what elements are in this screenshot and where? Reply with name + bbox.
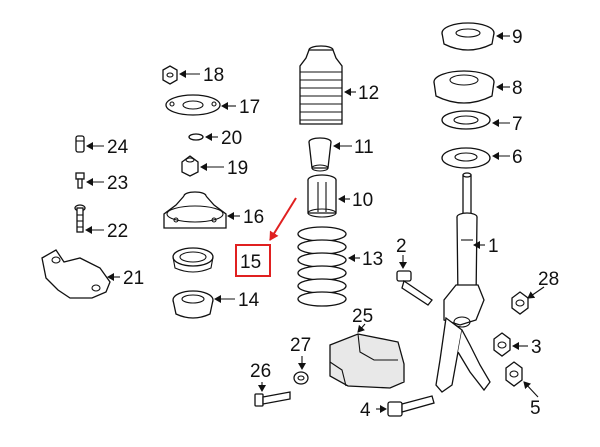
callout-25: 25 xyxy=(352,306,373,327)
callout-3: 3 xyxy=(531,337,542,358)
part-21-bracket xyxy=(41,249,111,299)
part-11-bump-stop xyxy=(308,137,332,172)
part-20-o-ring xyxy=(188,133,204,141)
part-24-clip xyxy=(75,135,85,153)
part-15-spring-isolator xyxy=(172,247,214,273)
part-5-nut xyxy=(505,361,523,387)
callout-19: 19 xyxy=(227,158,248,179)
callout-4: 4 xyxy=(360,400,371,421)
part-1-strut xyxy=(435,172,491,393)
callout-16: 16 xyxy=(243,207,264,228)
callout-6: 6 xyxy=(512,147,523,168)
part-22-stud xyxy=(74,204,86,233)
callout-21: 21 xyxy=(123,268,144,289)
callout-11: 11 xyxy=(354,137,374,158)
callout-7: 7 xyxy=(512,114,523,135)
part-16-strut-mount xyxy=(163,191,227,229)
part-25-shield xyxy=(329,333,405,389)
part-10-jounce-bumper xyxy=(307,174,337,218)
callout-14: 14 xyxy=(238,290,260,311)
part-3-nut xyxy=(493,332,511,357)
callout-9: 9 xyxy=(512,27,523,48)
callout-5: 5 xyxy=(530,398,541,419)
callout-2: 2 xyxy=(396,236,407,257)
callout-24: 24 xyxy=(107,137,129,158)
callout-18: 18 xyxy=(203,65,224,86)
part-27-washer xyxy=(293,371,309,385)
callout-28: 28 xyxy=(538,269,559,290)
callout-13: 13 xyxy=(362,249,383,270)
part-8-spring-seat xyxy=(433,70,495,104)
callout-12: 12 xyxy=(358,83,379,104)
part-28-nut xyxy=(511,291,529,315)
callout-17: 17 xyxy=(239,97,260,118)
part-17-washer-plate xyxy=(165,94,221,116)
leader-lines xyxy=(85,32,545,413)
callout-8: 8 xyxy=(512,78,523,99)
part-2-bolt xyxy=(396,270,433,306)
part-4-bolt xyxy=(387,395,435,417)
part-26-bolt xyxy=(254,391,291,407)
part-14-lower-isolator xyxy=(172,290,214,319)
part-7-insulator xyxy=(441,110,491,130)
callout-26: 26 xyxy=(250,361,271,382)
part-13-coil-spring xyxy=(297,226,347,307)
callout-23: 23 xyxy=(107,173,128,194)
callout-22: 22 xyxy=(107,221,128,242)
callout-15: 15 xyxy=(240,252,261,273)
callout-10: 10 xyxy=(352,190,373,211)
callout-20: 20 xyxy=(221,128,242,149)
part-12-dust-boot xyxy=(299,45,343,125)
callout-27: 27 xyxy=(290,335,311,356)
part-19-nut xyxy=(181,155,199,177)
highlight-arrow xyxy=(269,197,297,241)
part-6-bearing-plate xyxy=(441,147,491,169)
part-23-bolt xyxy=(75,172,85,189)
part-18-nut xyxy=(162,65,178,85)
highlight-box-15 xyxy=(235,244,271,277)
callout-1: 1 xyxy=(488,236,499,257)
part-9-bump-cap xyxy=(441,22,495,51)
callout-labels: 9 8 7 6 1 12 11 10 13 18 17 20 19 16 15 … xyxy=(107,27,559,421)
